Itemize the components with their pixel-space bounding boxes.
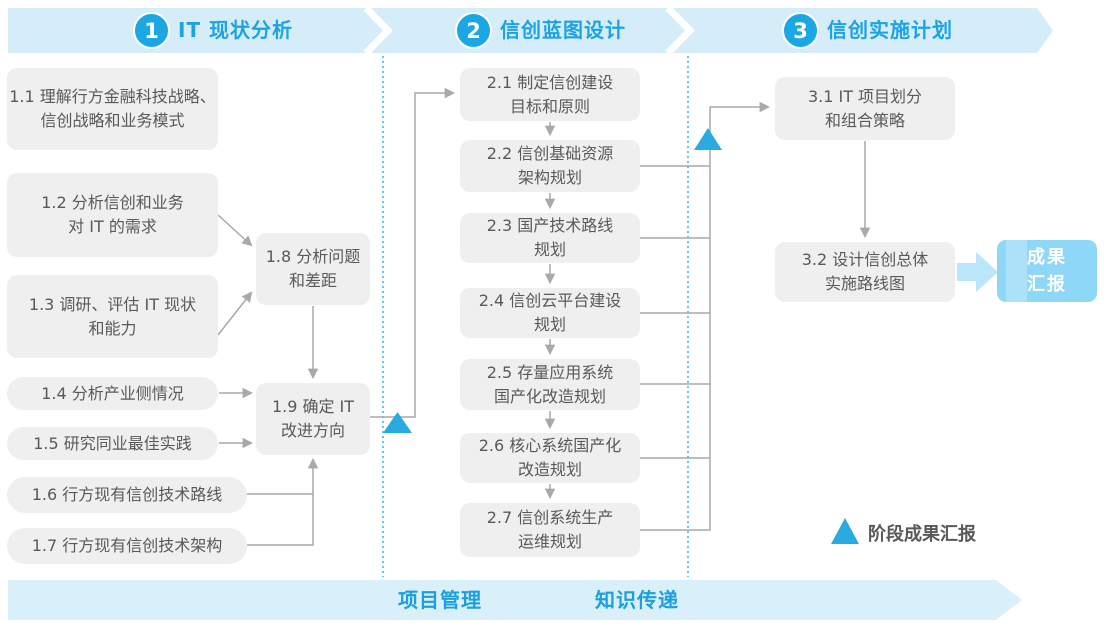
step-box-2-3: 2.3 国产技术路线 规划	[460, 213, 640, 263]
step-label: 1.5 研究同业最佳实践	[33, 433, 192, 453]
step-label: 国产化改造规划	[493, 386, 606, 406]
phase-separator-chevron	[363, 5, 393, 56]
step-label: 规划	[533, 240, 566, 259]
step-label: 1.2 分析信创和业务	[41, 193, 184, 212]
footer-banner-ribbon	[8, 580, 1022, 620]
step-label: 1.3 调研、评估 IT 现状	[28, 294, 197, 314]
step-label: 3.1 IT 项目划分	[807, 86, 923, 106]
legend-triangle-icon	[831, 518, 859, 544]
step-label: 和差距	[288, 271, 337, 290]
result-arrow-icon	[957, 252, 998, 292]
step-label: 规划	[533, 315, 566, 334]
step-label: 1.7 行方现有信创技术架构	[31, 536, 223, 555]
step-label: 和组合策略	[824, 110, 905, 130]
phase-1-title: IT 现状分析	[178, 18, 294, 42]
connector-1-3-to-1-8	[217, 291, 253, 336]
result-label: 汇报	[1027, 274, 1067, 295]
step-label: 运维规划	[517, 532, 582, 551]
phase-2-number-badge: 2	[455, 12, 492, 49]
result-label: 成果	[1027, 247, 1067, 268]
milestone-triangle-phase2	[694, 128, 722, 150]
step-label: 1.8 分析问题	[265, 247, 361, 266]
connector-1-7-to-1-9	[247, 457, 319, 546]
step-label: 2.7 信创系统生产	[486, 508, 614, 527]
step-box-1-2: 1.2 分析信创和业务 对 IT 的需求	[7, 173, 218, 257]
footer-item-knowledge-transfer: 知识传递	[595, 588, 679, 612]
milestone-triangle-phase1	[383, 412, 412, 433]
step-box-1-8: 1.8 分析问题 和差距	[256, 233, 370, 305]
phase-2-title: 信创蓝图设计	[500, 18, 626, 42]
step-label: 实施路线图	[824, 274, 905, 293]
step-box-2-2: 2.2 信创基础资源 架构规划	[460, 140, 640, 192]
step-box-3-1: 3.1 IT 项目划分 和组合策略	[775, 77, 955, 140]
step-box-2-7: 2.7 信创系统生产 运维规划	[460, 503, 640, 557]
step-label: 改造规划	[517, 460, 582, 479]
connector-2-x-to-3-1	[640, 101, 771, 531]
step-box-2-6: 2.6 核心系统国产化 改造规划	[460, 433, 640, 483]
step-label: 1.9 确定 IT	[271, 397, 355, 416]
step-label: 2.4 信创云平台建设	[478, 291, 622, 310]
step-label: 2.6 核心系统国产化	[478, 436, 622, 455]
step-label: 2.1 制定信创建设	[486, 72, 614, 92]
step-box-1-7: 1.7 行方现有信创技术架构	[7, 528, 247, 564]
step-box-2-5: 2.5 存量应用系统 国产化改造规划	[460, 359, 640, 410]
step-box-3-2: 3.2 设计信创总体 实施路线图	[775, 242, 955, 302]
step-box-2-4: 2.4 信创云平台建设 规划	[460, 288, 640, 338]
footer-item-project-management: 项目管理	[398, 588, 482, 612]
step-label: 1.4 分析产业侧情况	[41, 383, 184, 403]
legend-label: 阶段成果汇报	[868, 524, 976, 545]
step-label: 2.5 存量应用系统	[486, 362, 614, 382]
step-label: 1.6 行方现有信创技术路线	[31, 485, 223, 504]
step-box-1-6: 1.6 行方现有信创技术路线	[7, 477, 247, 513]
step-label: 2.2 信创基础资源	[486, 144, 614, 163]
phase-separator-chevron	[665, 5, 695, 56]
step-label: 和能力	[88, 318, 137, 338]
step-label: 信创战略和业务模式	[40, 111, 185, 130]
step-label: 目标和原则	[509, 96, 590, 116]
step-label: 2.3 国产技术路线	[486, 216, 614, 235]
step-box-1-9: 1.9 确定 IT 改进方向	[256, 383, 370, 455]
connector-1-2-to-1-8	[217, 214, 253, 247]
step-box-1-3: 1.3 调研、评估 IT 现状 和能力	[7, 275, 218, 358]
result-report-box: 成果 汇报	[997, 240, 1097, 302]
step-label: 架构规划	[517, 168, 582, 187]
step-label: 对 IT 的需求	[68, 217, 157, 236]
step-box-1-1: 1.1 理解行方金融科技战略、 信创战略和业务模式	[7, 68, 218, 150]
connector-1-9-to-2-1	[370, 87, 456, 418]
step-box-2-1: 2.1 制定信创建设 目标和原则	[460, 68, 640, 121]
phase-1-number-badge: 1	[133, 12, 170, 49]
step-label: 1.1 理解行方金融科技战略、	[9, 87, 216, 106]
connector-group	[217, 87, 871, 546]
step-box-1-5: 1.5 研究同业最佳实践	[7, 427, 218, 460]
phase-3-title: 信创实施计划	[827, 18, 953, 42]
phase-3-number-badge: 3	[782, 12, 819, 49]
step-label: 改进方向	[280, 421, 345, 440]
step-label: 3.2 设计信创总体	[801, 250, 929, 269]
step-box-1-4: 1.4 分析产业侧情况	[7, 377, 218, 410]
